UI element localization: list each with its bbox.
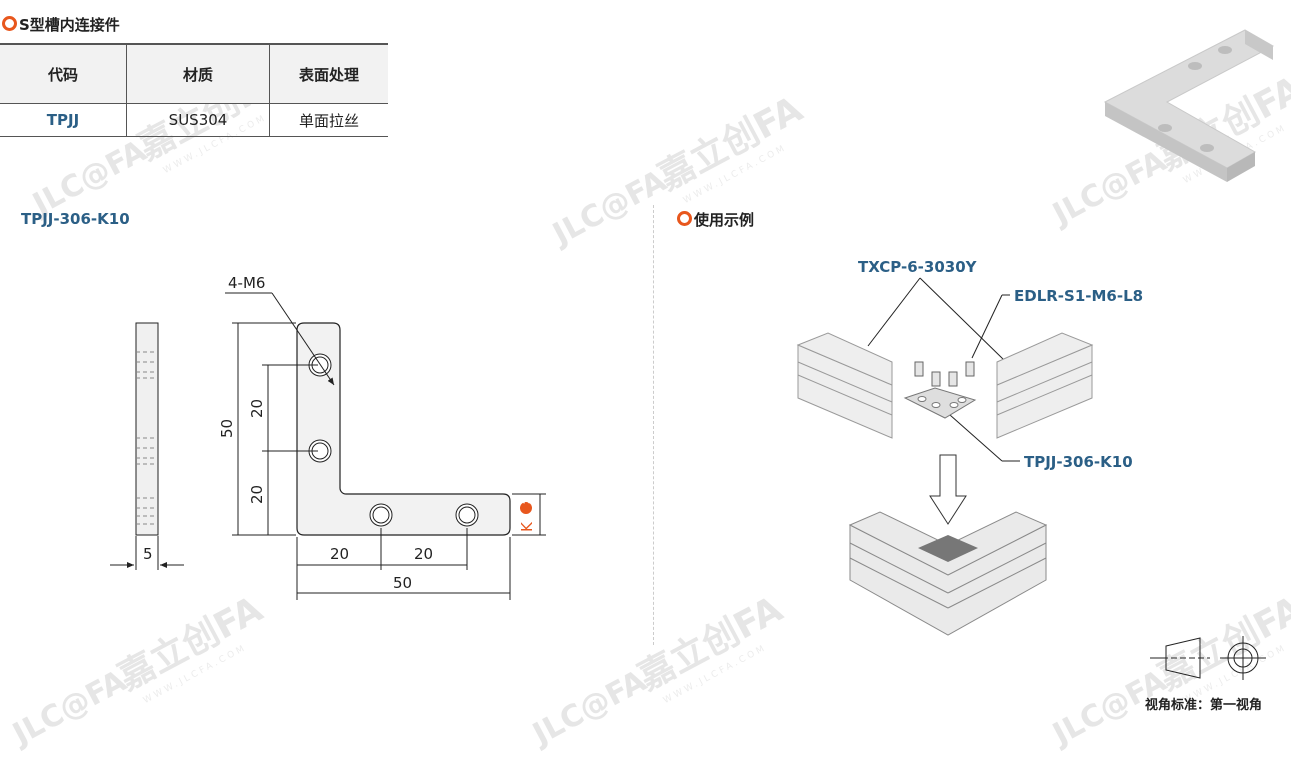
cell-code: TPJJ — [0, 103, 127, 137]
usage-illustration: TXCP-6-3030Y EDLR-S1-M6-L8 TPJJ-306-K10 — [796, 258, 1143, 636]
table-row: TPJJ SUS304 单面拉丝 — [0, 103, 388, 137]
dim-hole-pitch-v2: 20 — [248, 485, 266, 504]
section-divider — [653, 205, 654, 645]
dim-thickness: 5 — [143, 545, 153, 563]
dim-hole-pitch-v1: 20 — [248, 399, 266, 418]
spec-table: 代码 材质 表面处理 TPJJ SUS304 单面拉丝 — [0, 43, 388, 137]
section-title-usage: 使用示例 — [694, 211, 755, 229]
first-angle-projection-icon — [1150, 636, 1266, 680]
cell-finish: 单面拉丝 — [269, 103, 388, 137]
col-header-finish: 表面处理 — [269, 43, 388, 104]
assembly-arrow-icon — [929, 454, 967, 525]
section-bullet-icon — [2, 16, 17, 31]
dim-k-label: K — [518, 521, 536, 532]
section-title-material: S型槽内连接件 — [19, 16, 120, 34]
k-marker-icon — [520, 502, 532, 514]
product-render — [1103, 29, 1275, 182]
side-view — [135, 322, 159, 536]
profile-right — [996, 332, 1094, 439]
screws — [914, 361, 975, 387]
dim-k-marker: 2 — [522, 497, 533, 504]
usage-bullet-icon — [677, 211, 692, 226]
callout-screw: EDLR-S1-M6-L8 — [1014, 287, 1143, 305]
projection-note: 视角标准：第一视角 — [1145, 698, 1263, 713]
drawing-model-title: TPJJ-306-K10 — [21, 210, 130, 228]
callout-bracket: TPJJ-306-K10 — [1024, 453, 1133, 471]
dim-hole-pitch-h2: 20 — [414, 545, 433, 563]
dim-width-total: 50 — [393, 574, 412, 592]
profile-left — [796, 332, 893, 439]
svg-text:JLC@FA: JLC@FA — [6, 663, 133, 753]
bracket-outline — [296, 322, 511, 536]
dim-height-total: 50 — [218, 419, 236, 438]
bracket-small — [903, 387, 977, 419]
col-header-material: 材质 — [126, 43, 270, 104]
callout-profile: TXCP-6-3030Y — [858, 258, 978, 276]
thread-callout: 4-M6 — [228, 274, 265, 292]
col-header-code: 代码 — [0, 43, 127, 104]
svg-text:JLC@FA: JLC@FA — [526, 663, 653, 753]
assembled-profile — [848, 511, 1048, 636]
dim-hole-pitch-h1: 20 — [330, 545, 349, 563]
technical-drawing: 5 4-M6 50 20 20 20 20 50 K 2 — [110, 274, 546, 600]
cell-material: SUS304 — [126, 103, 270, 137]
